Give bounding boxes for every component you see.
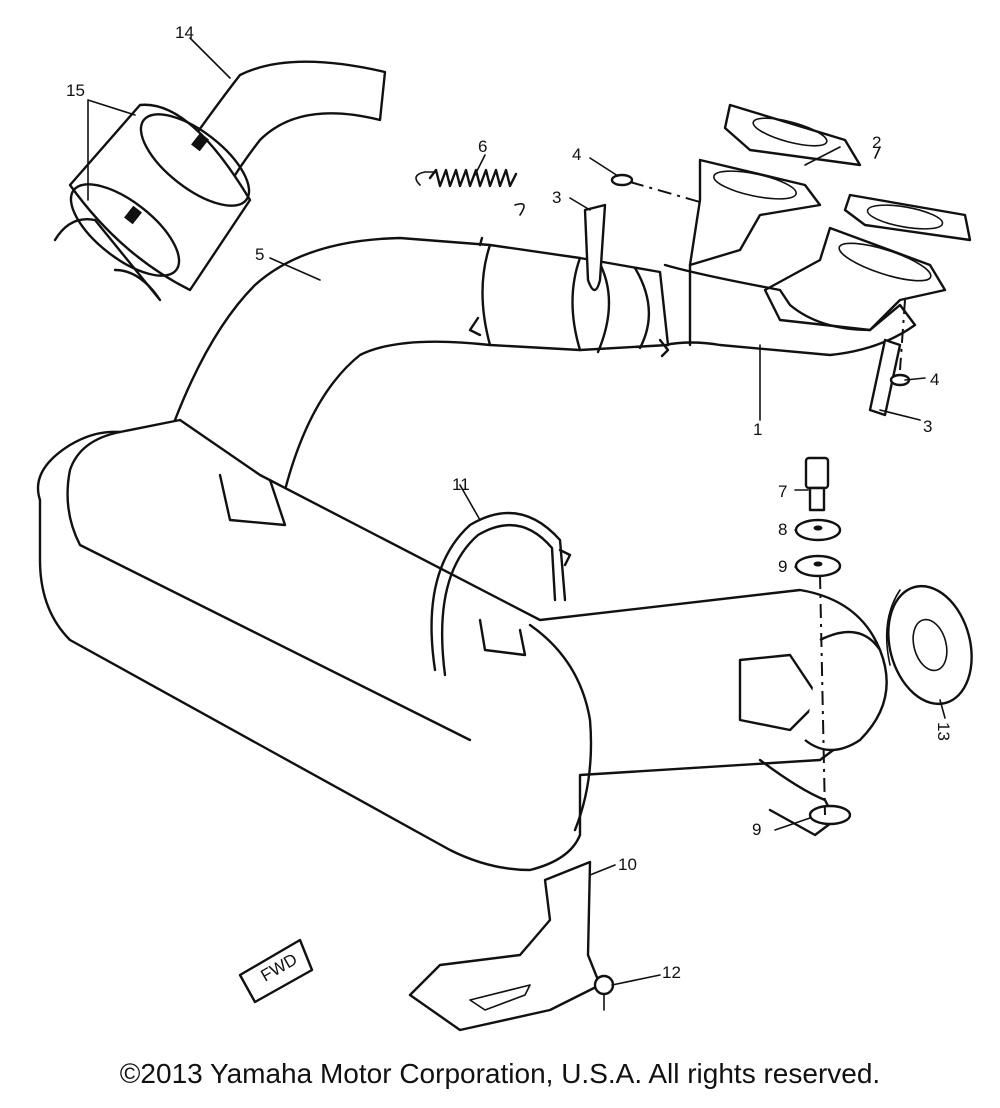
part-11-strap	[430, 511, 572, 677]
callout-5: 5	[255, 245, 264, 264]
callout-14: 14	[175, 23, 194, 42]
callout-8: 8	[778, 520, 787, 539]
part-9-washer-upper	[794, 554, 842, 578]
callout-10: 10	[618, 855, 637, 874]
part-9-washer-lower	[808, 804, 852, 826]
callout-6: 6	[478, 137, 487, 156]
part-12-nut	[593, 974, 615, 1011]
copyright-notice: ©2013 Yamaha Motor Corporation, U.S.A. A…	[119, 1058, 881, 1089]
callout-4-lower: 4	[930, 370, 939, 389]
callout-9-upper: 9	[778, 557, 787, 576]
callout-7: 7	[778, 482, 787, 501]
part-7-bolt	[804, 456, 830, 512]
exploded-parts-diagram: FWD 1 2 3 3 4 4 5 6 7 8 9 9 10	[36, 23, 973, 1032]
callout-9-lower: 9	[752, 820, 761, 839]
callout-15: 15	[66, 81, 85, 100]
callout-3-upper: 3	[552, 188, 561, 207]
callout-labels: 1 2 3 3 4 4 5 6 7 8 9 9 10 11 12 13 14 1…	[66, 23, 953, 982]
part-13-end-cap	[885, 584, 973, 706]
part-8-washer	[794, 518, 842, 542]
part-4-washer-upper	[610, 173, 634, 187]
callout-2: 2	[872, 133, 881, 152]
part-10-bracket	[408, 860, 602, 1032]
part-3-bolt-upper	[583, 203, 607, 292]
part-6-spring	[415, 168, 525, 216]
callout-11: 11	[452, 475, 470, 494]
callout-13: 13	[934, 722, 953, 741]
forward-arrow-icon: FWD	[238, 938, 314, 1004]
part-2-gaskets	[723, 103, 972, 242]
part-3-bolt-lower	[868, 338, 902, 417]
callout-1: 1	[753, 420, 762, 439]
callout-12: 12	[662, 963, 681, 982]
callout-3-lower: 3	[923, 417, 932, 436]
part-15-hose-clamps	[53, 103, 252, 302]
callout-4-upper: 4	[572, 145, 581, 164]
leader-lines	[87, 37, 946, 986]
part-1-exhaust-manifold	[663, 158, 947, 357]
